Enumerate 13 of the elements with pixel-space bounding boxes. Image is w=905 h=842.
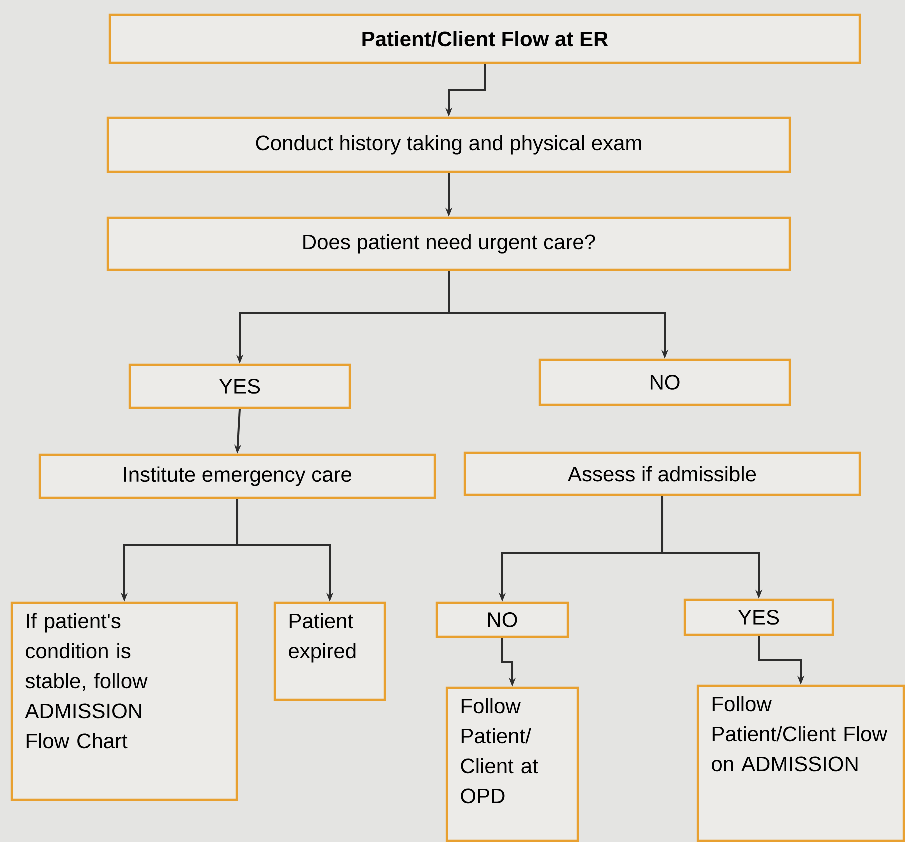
step-box: Patient/Client Flow at ER xyxy=(108,14,862,64)
step-box: If patient's condition is stable, follow ADMISSION Flow Chart xyxy=(10,602,238,802)
step-box: Patient expired xyxy=(274,602,386,702)
step-box: Assess if admissible xyxy=(464,452,862,496)
step-box: Follow Patient/Client Flow on ADMISSION xyxy=(696,684,905,842)
step-box: Conduct history taking and physical exam xyxy=(106,116,792,174)
step-box: YES xyxy=(128,364,352,410)
step-box: YES xyxy=(684,598,834,636)
step-box: Follow Patient/ Client at OPD xyxy=(446,686,580,842)
step-box: NO xyxy=(436,602,570,638)
step-box: NO xyxy=(538,358,792,406)
step-box: Does patient need urgent care? xyxy=(106,216,792,272)
step-box: Institute emergency care xyxy=(38,454,436,500)
